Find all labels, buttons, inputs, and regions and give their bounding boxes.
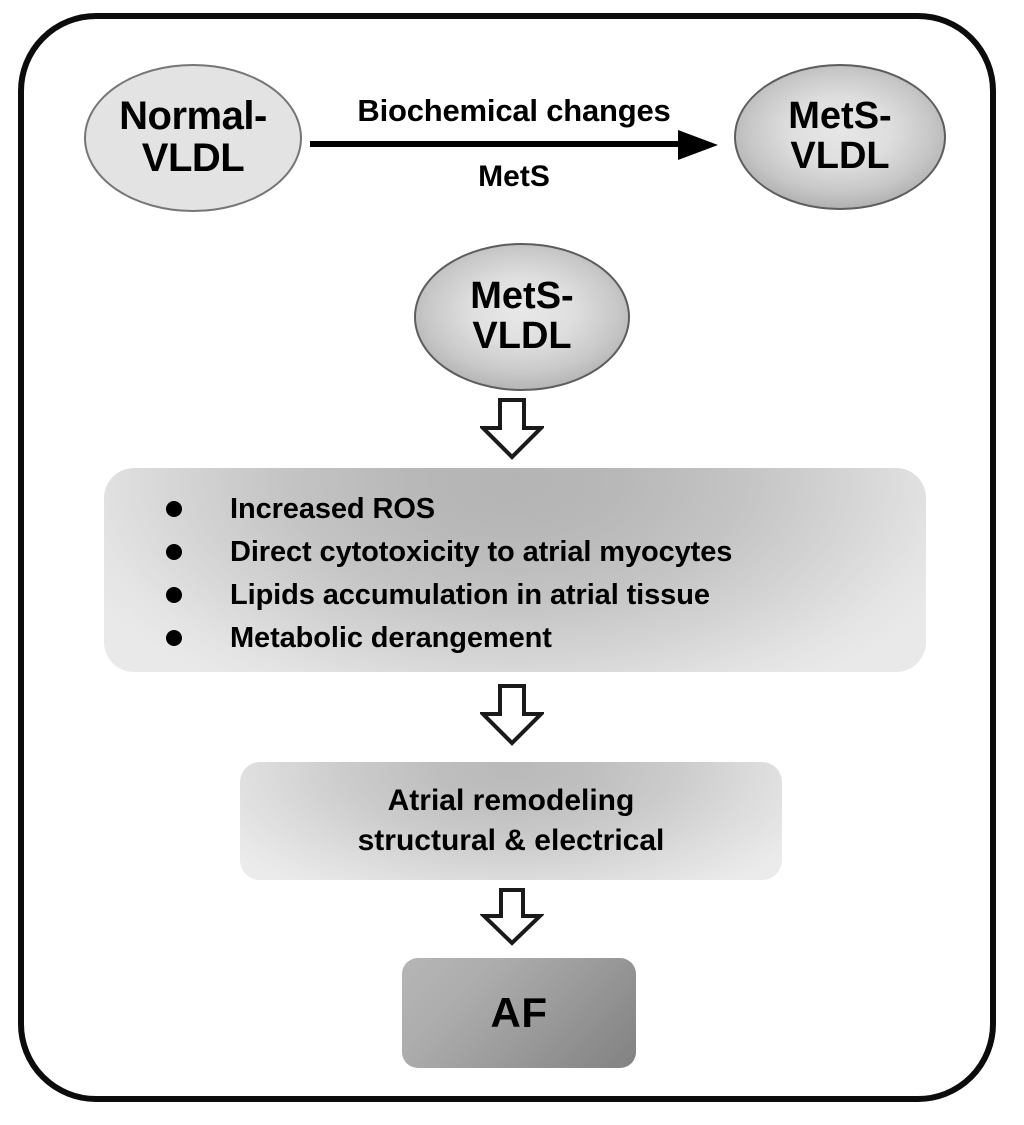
remodeling-box: Atrial remodeling structural & electrica…: [240, 762, 782, 880]
remodeling-box-line2: structural & electrical: [357, 824, 665, 857]
list-item-label: Metabolic derangement: [230, 621, 552, 654]
node-mets-vldl-right-line1: MetS-: [788, 95, 892, 138]
transition-arrow-head-icon: [678, 130, 718, 160]
outcome-box-af-label: AF: [490, 989, 548, 1036]
node-normal-vldl-line1: Normal-: [119, 94, 267, 139]
outcome-box-af: AF: [402, 958, 636, 1068]
list-item: Direct cytotoxicity to atrial myocytes: [166, 533, 732, 571]
arrow-remodeling-to-af-icon: [480, 888, 544, 946]
node-mets-vldl-right: MetS- VLDL: [734, 64, 946, 210]
node-mets-vldl-middle-line2: VLDL: [472, 315, 572, 357]
node-mets-vldl-right-line2: VLDL: [790, 135, 890, 177]
bullet-icon: [166, 544, 182, 560]
arrow-mets-to-effects-icon: [480, 398, 544, 460]
node-mets-vldl-middle-line1: MetS-: [470, 275, 574, 318]
node-normal-vldl-line2: VLDL: [141, 136, 245, 180]
remodeling-box-line1: Atrial remodeling: [387, 784, 635, 818]
arrow-effects-to-remodeling-icon: [480, 684, 544, 746]
list-item: Metabolic derangement: [166, 619, 732, 657]
bullet-icon: [166, 630, 182, 646]
list-item: Increased ROS: [166, 490, 732, 528]
node-normal-vldl: Normal- VLDL: [84, 64, 302, 212]
transition-arrow-label-top: Biochemical changes: [357, 93, 671, 128]
effects-list: Increased ROS Direct cytotoxicity to atr…: [166, 490, 732, 662]
remodeling-box-text: Atrial remodeling structural & electrica…: [358, 781, 665, 860]
transition-arrow-label-bottom: MetS: [478, 160, 550, 193]
effects-box: Increased ROS Direct cytotoxicity to atr…: [104, 468, 926, 672]
transition-arrow: [310, 130, 718, 160]
bullet-icon: [166, 501, 182, 517]
diagram-outer-frame: [18, 13, 996, 1102]
node-mets-vldl-middle: MetS- VLDL: [414, 243, 630, 391]
list-item: Lipids accumulation in atrial tissue: [166, 576, 732, 614]
list-item-label: Lipids accumulation in atrial tissue: [230, 578, 710, 611]
list-item-label: Increased ROS: [230, 492, 436, 525]
transition-arrow-shaft: [310, 141, 682, 147]
bullet-icon: [166, 587, 182, 603]
list-item-label: Direct cytotoxicity to atrial myocytes: [230, 535, 733, 568]
